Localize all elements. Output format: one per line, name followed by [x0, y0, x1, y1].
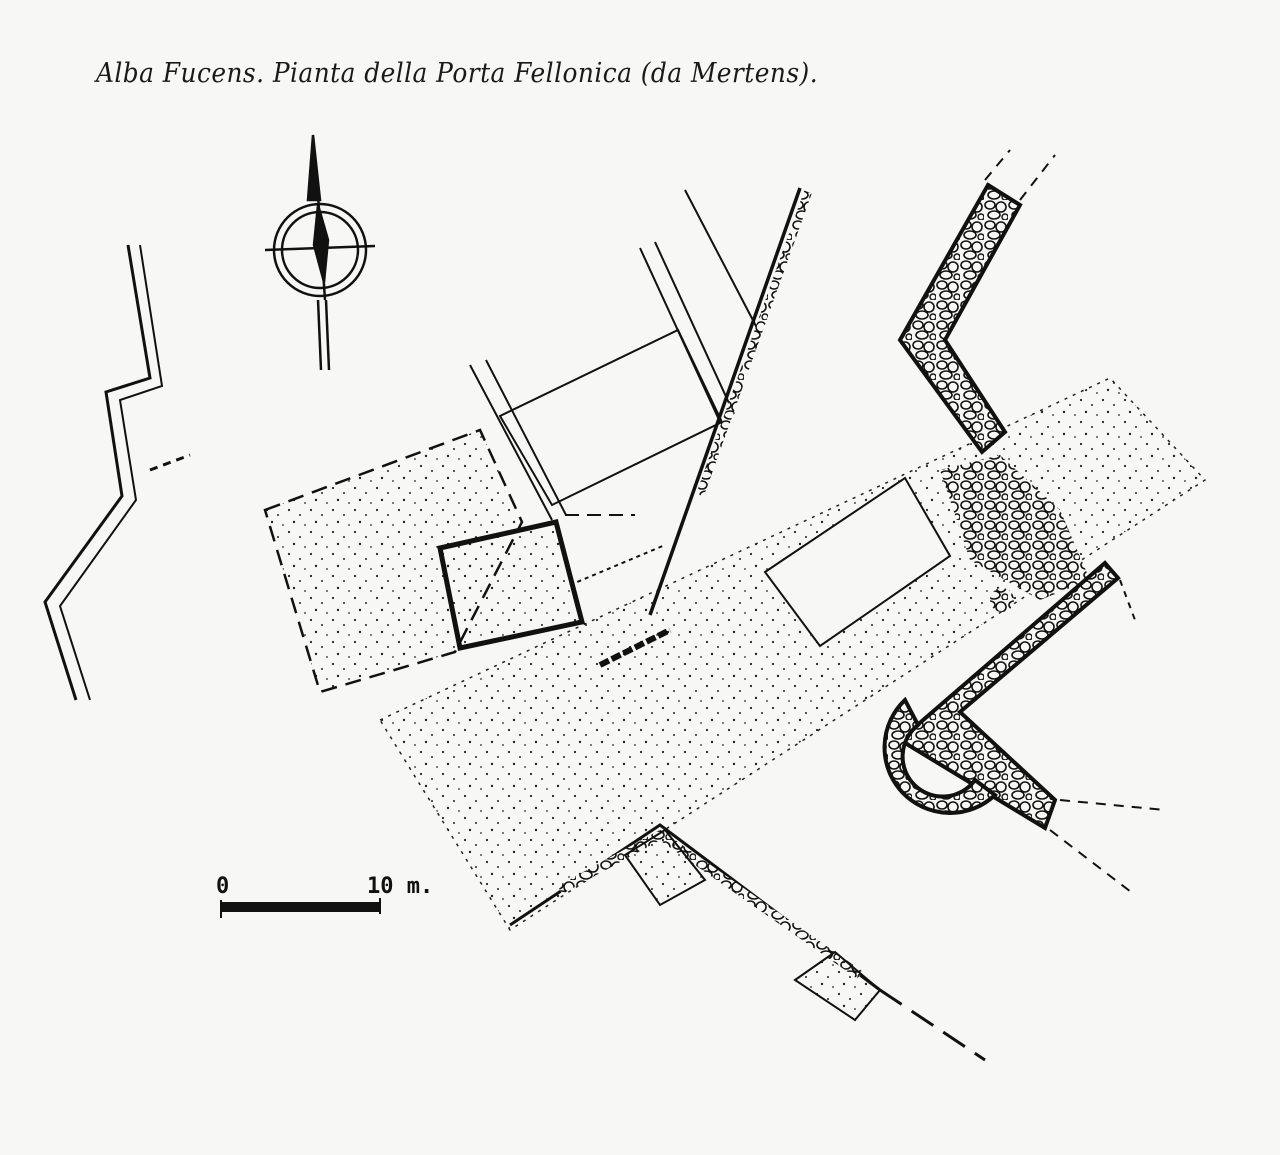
scale-end-label: 10 m.	[367, 874, 433, 899]
north-arrow-compass-icon	[264, 134, 376, 371]
figure-caption: Alba Fucens. Pianta della Porta Fellonic…	[96, 58, 819, 89]
gate-tower-north	[897, 149, 1090, 612]
stepped-wall	[43, 244, 191, 701]
building-outline	[469, 187, 812, 668]
road	[378, 377, 1207, 932]
bottom-wall	[509, 823, 986, 1062]
scale-start-label: 0	[216, 874, 229, 899]
gate-tower-south	[882, 560, 1166, 896]
stone-room	[437, 519, 586, 651]
scale-bar: 0 10 m.	[216, 874, 433, 918]
road-rectangle	[763, 476, 952, 648]
